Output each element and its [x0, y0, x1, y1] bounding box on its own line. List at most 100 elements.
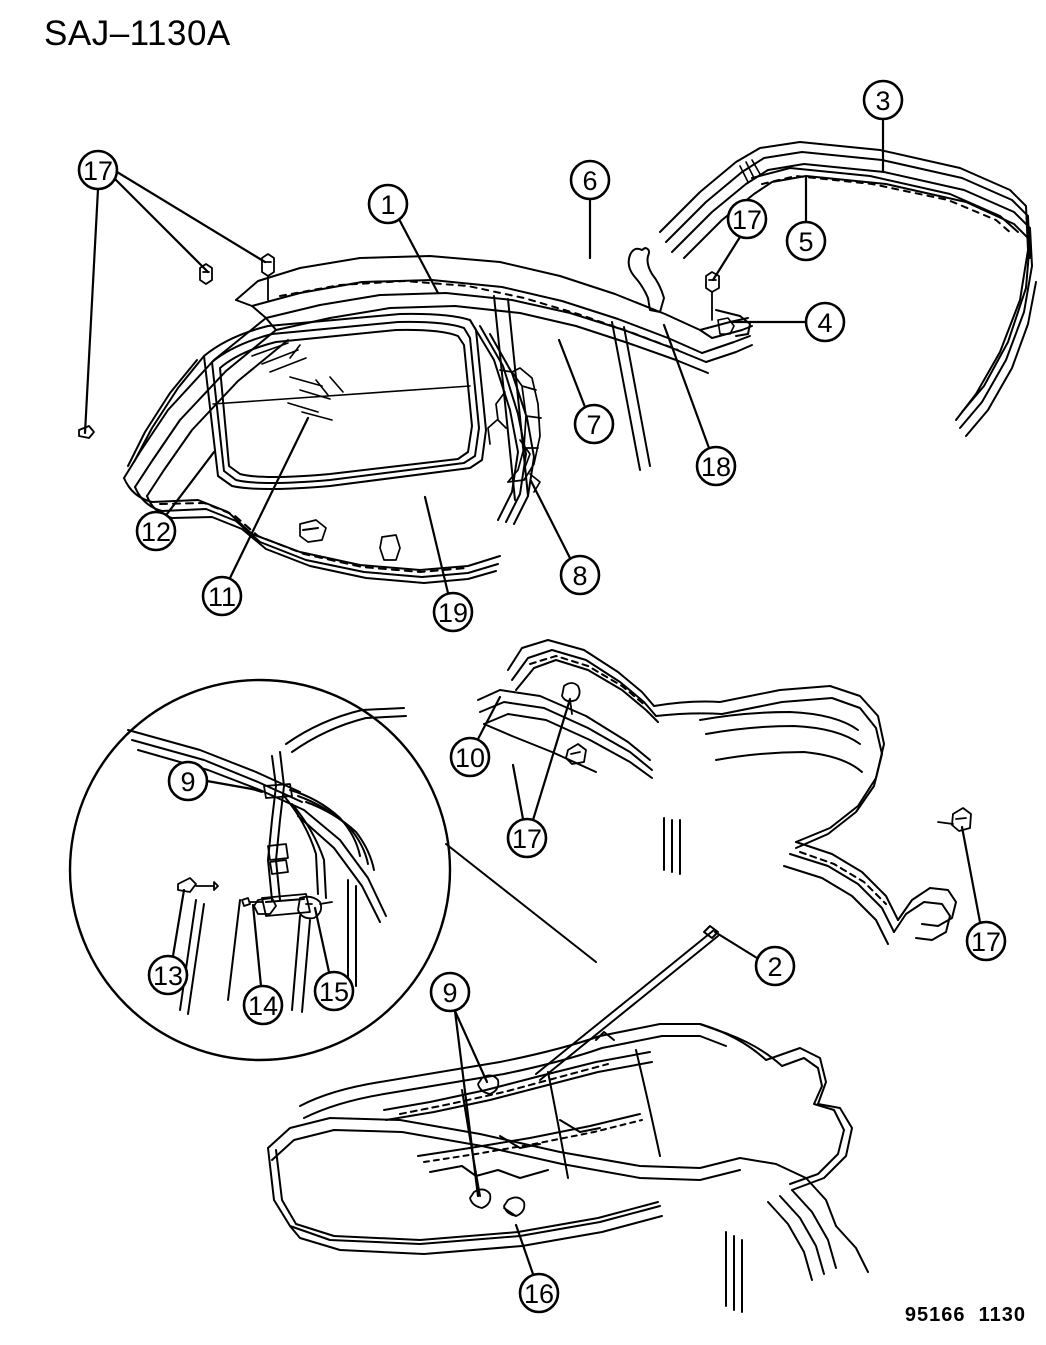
callout-balloon-7 [573, 403, 615, 445]
callout-balloon-6 [569, 159, 611, 201]
callout-balloon-17b [726, 198, 768, 240]
callout-balloon-16 [518, 1272, 560, 1314]
view-detail-circle [68, 678, 452, 1062]
callout-balloon-12 [135, 510, 177, 552]
callout-number-14: 14 [248, 991, 278, 1021]
callout-11: 11 [201, 416, 310, 617]
callout-17b: 17 [711, 198, 768, 282]
callout-number-16: 16 [524, 1279, 554, 1309]
callout-8: 8 [529, 479, 601, 596]
callout-12: 12 [135, 450, 216, 552]
sheet-footer: 95166 1130 [904, 1304, 1026, 1326]
callout-balloon-11 [201, 575, 243, 617]
callout-16: 16 [514, 1223, 560, 1314]
callout-balloon-17c [506, 817, 548, 859]
callout-leader-19 [423, 495, 450, 595]
callout-leader-17a [115, 170, 267, 264]
callout-number-3: 3 [875, 86, 890, 116]
callout-balloon-17a [77, 149, 119, 191]
callout-balloon-3 [862, 79, 904, 121]
callout-leader-13 [171, 888, 186, 958]
callout-number-12: 12 [141, 517, 171, 547]
callout-number-5: 5 [798, 227, 813, 257]
callout-leader-12 [165, 450, 216, 516]
callout-17a: 17 [77, 149, 267, 435]
callout-leader-17a [113, 177, 210, 274]
callout-number-1: 1 [380, 190, 395, 220]
callout-leader-9b [453, 1009, 489, 1084]
callout-number-6: 6 [582, 166, 597, 196]
callout-leader-17c [511, 763, 525, 821]
callout-number-18: 18 [701, 452, 731, 482]
callout-1: 1 [367, 183, 440, 295]
callout-number-9b: 9 [442, 978, 457, 1008]
callout-19: 19 [423, 495, 474, 633]
callout-number-13: 13 [153, 961, 183, 991]
callout-leader-17d [960, 825, 982, 924]
callout-2: 2 [713, 930, 796, 987]
callout-leader-9b [453, 1009, 480, 1198]
callout-leader-8 [529, 479, 572, 560]
callout-balloon-15 [313, 970, 355, 1012]
callout-balloon-9a [167, 760, 209, 802]
callout-17c: 17 [506, 697, 572, 859]
callout-number-10: 10 [455, 743, 485, 773]
detail-callout-pointer [445, 843, 597, 963]
callout-number-17c: 17 [512, 824, 542, 854]
callout-number-8: 8 [572, 561, 587, 591]
callout-balloon-2 [754, 945, 796, 987]
callout-leader-7 [557, 338, 587, 409]
callout-number-17d: 17 [971, 927, 1001, 957]
callout-number-4: 4 [817, 308, 832, 338]
callout-number-2: 2 [767, 952, 782, 982]
callout-14: 14 [242, 903, 284, 1026]
callout-balloon-13 [147, 954, 189, 996]
callout-balloon-1 [367, 183, 409, 225]
callout-balloon-17d [965, 920, 1007, 962]
callout-17d: 17 [960, 825, 1007, 962]
callout-number-7: 7 [586, 410, 601, 440]
callout-15: 15 [313, 906, 355, 1012]
callout-leader-2 [713, 930, 759, 960]
callout-number-17a: 17 [83, 156, 113, 186]
callout-number-11: 11 [208, 582, 236, 612]
view-lower-right-stowed [267, 925, 869, 1313]
callout-leader-14 [251, 903, 263, 988]
callout-10: 10 [449, 695, 502, 778]
callout-leader-9a [205, 779, 254, 791]
view-main-top-assembly [78, 247, 753, 584]
callout-leader-11 [228, 416, 310, 580]
callout-balloon-5 [785, 220, 827, 262]
callout-leader-1 [398, 219, 440, 295]
callout-leader-15 [313, 906, 331, 974]
callout-6: 6 [569, 159, 611, 260]
callout-number-17b: 17 [732, 205, 762, 235]
callout-leader-17a [83, 187, 100, 435]
callout-number-19: 19 [438, 598, 468, 628]
callout-5: 5 [785, 175, 827, 262]
callout-13: 13 [147, 888, 189, 996]
callout-balloon-9b [429, 971, 471, 1013]
callout-number-9a: 9 [180, 767, 195, 797]
callout-9b: 9 [429, 971, 489, 1198]
callout-leader-10 [476, 695, 502, 741]
page-title: SAJ–1130A [44, 14, 231, 53]
callout-leader-17b [711, 235, 742, 282]
callout-balloon-10 [449, 736, 491, 778]
callout-7: 7 [557, 338, 615, 445]
callout-balloon-19 [432, 591, 474, 633]
callout-balloon-8 [559, 554, 601, 596]
callout-balloon-4 [804, 301, 846, 343]
callout-balloon-18 [695, 445, 737, 487]
callout-4: 4 [730, 301, 846, 343]
view-mid-right-folded [477, 639, 972, 945]
callout-leader-17c [531, 697, 572, 822]
callout-leader-16 [514, 1223, 535, 1276]
callout-leader-18 [662, 323, 711, 450]
callout-number-15: 15 [319, 977, 349, 1007]
callout-balloon-14 [242, 984, 284, 1026]
callout-3: 3 [862, 79, 904, 174]
